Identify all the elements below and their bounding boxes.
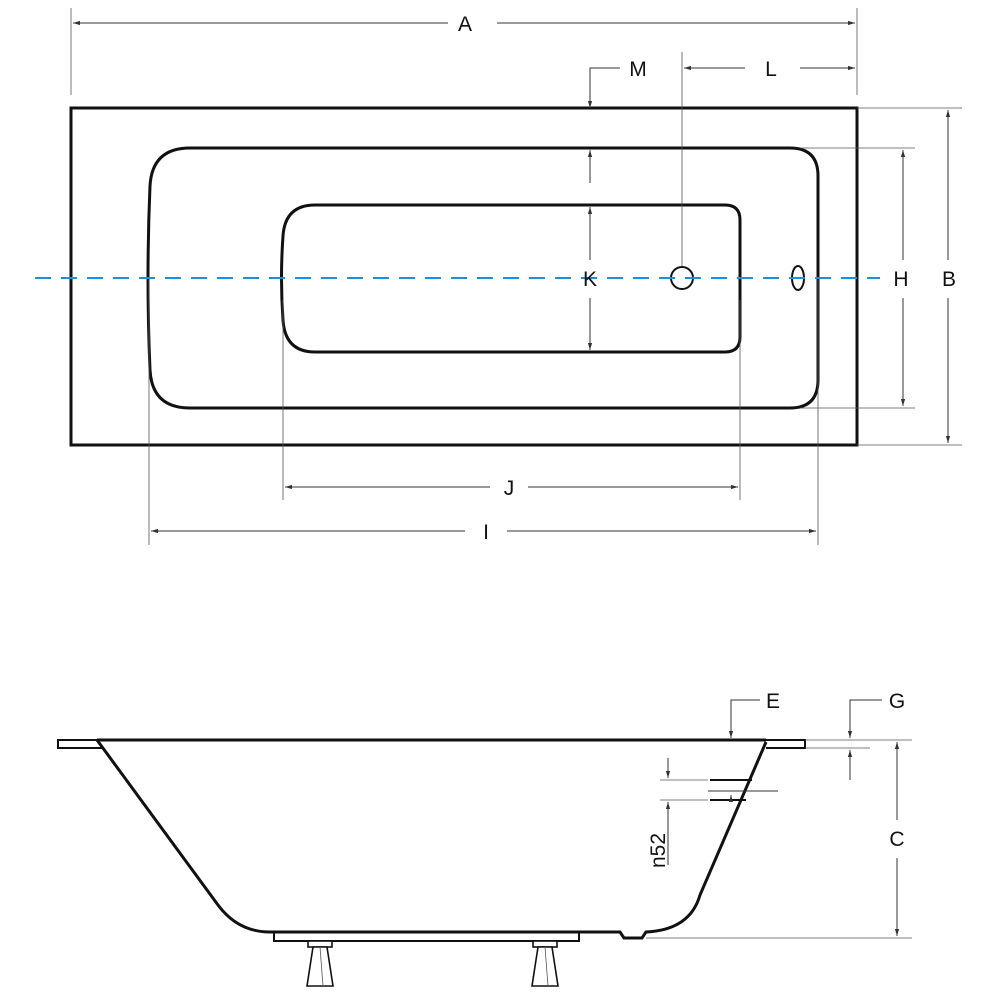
bath-floor-outline: [280, 203, 742, 354]
dimension-line-e: [728, 699, 760, 738]
label-l: L: [765, 58, 777, 81]
right-rim-flange: [762, 739, 806, 749]
label-h: H: [893, 268, 908, 291]
leg-left-icon: [306, 940, 334, 987]
left-rim-flange: [57, 739, 102, 749]
label-g: G: [889, 690, 905, 713]
label-a: A: [458, 13, 472, 36]
bath-body-profile: [95, 739, 768, 940]
label-n52: n52: [647, 833, 670, 868]
label-m: M: [629, 58, 647, 81]
label-e: E: [766, 690, 780, 713]
label-i: I: [483, 521, 489, 544]
label-j: J: [504, 477, 515, 500]
label-c: C: [889, 828, 904, 851]
outer-rim: [69, 106, 859, 447]
top-view: A M L K H B J I: [35, 8, 962, 545]
side-view: n52 E G C: [57, 690, 912, 987]
label-k: K: [583, 268, 597, 291]
dimension-line-m: [587, 67, 620, 108]
leg-right-icon: [531, 940, 559, 987]
support-frame: [273, 931, 580, 942]
dimension-line-g: [847, 699, 882, 738]
inner-bowl-outline: [146, 146, 820, 410]
label-b: B: [942, 268, 956, 291]
